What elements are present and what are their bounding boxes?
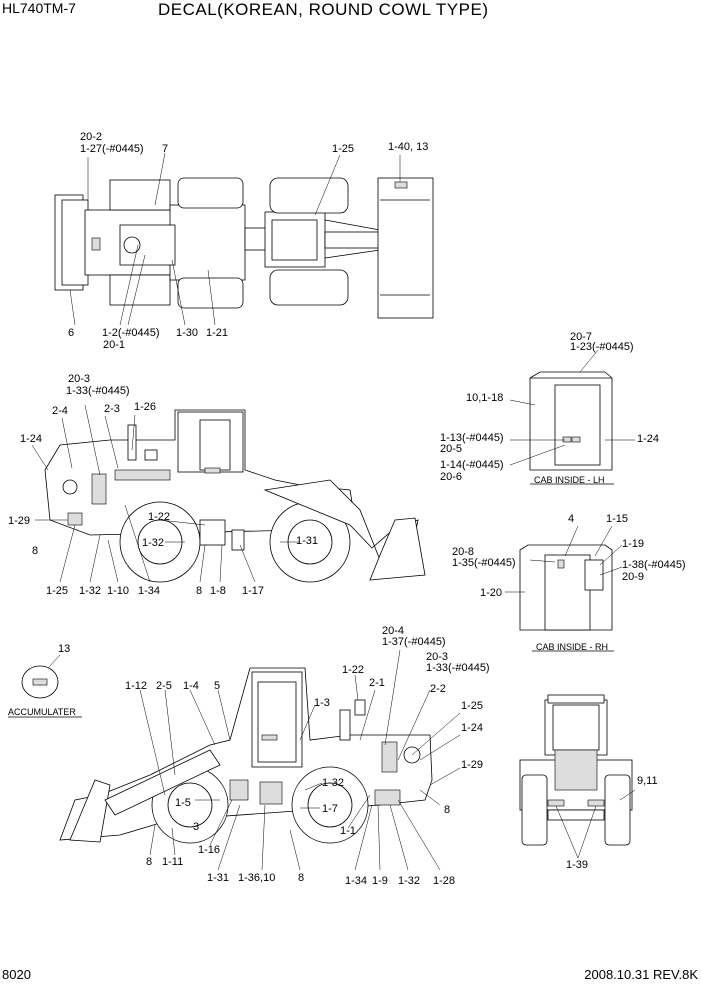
page-title: DECAL(KOREAN, ROUND COWL TYPE)	[158, 0, 489, 19]
callout-right-side-8: 2-5	[156, 680, 172, 692]
callout-top-0: 20-2	[80, 131, 102, 143]
callout-top-7: 20-1	[103, 339, 125, 351]
callout-cab-lh-1: 1-23(-#0445)	[570, 341, 634, 353]
callout-right-side-24: 1-31	[207, 872, 229, 884]
callout-right-side-30: 1-28	[433, 875, 455, 887]
page-number: 8020	[2, 967, 31, 982]
callout-cab-lh-3: 1-13(-#0445)	[440, 432, 504, 444]
cab-rh-caption: CAB INSIDE - RH	[536, 642, 608, 652]
callout-right-side-14: 1-29	[461, 759, 483, 771]
callout-right-side-20: 1-16	[198, 844, 220, 856]
callout-left-side-16: 1-8	[210, 585, 226, 597]
callout-left-side-15: 8	[196, 585, 202, 597]
callout-left-side-11: 1-25	[46, 585, 68, 597]
callout-cab-lh-4: 20-5	[440, 443, 462, 455]
callout-left-side-4: 1-26	[134, 401, 156, 413]
callout-top-1: 1-27(-#0445)	[80, 143, 144, 155]
callout-cab-rh-6: 20-9	[622, 571, 644, 583]
callout-right-side-25: 1-36,10	[238, 872, 275, 884]
cab-inside-rh-view: CAB INSIDE - RH	[505, 525, 623, 652]
callout-left-side-10: 8	[32, 545, 38, 557]
callout-right-side-19: 8	[444, 804, 450, 816]
callout-top-6: 1-2(-#0445)	[102, 327, 159, 339]
callout-cab-rh-1: 1-15	[606, 513, 628, 525]
callout-right-side-21: 1-1	[340, 825, 356, 837]
callout-right-side-2: 20-3	[426, 651, 448, 663]
accumulater-caption: ACCUMULATER	[8, 707, 76, 717]
callout-cab-rh-4: 1-19	[622, 538, 644, 550]
callout-right-side-9: 1-4	[183, 680, 199, 692]
callout-right-side-5: 2-1	[369, 677, 385, 689]
callout-right-side-7: 1-12	[125, 680, 147, 692]
left-side-view	[31, 404, 426, 583]
front-view	[519, 694, 636, 859]
callout-cab-lh-6: 1-14(-#0445)	[440, 459, 504, 471]
callout-left-side-8: 1-32	[142, 537, 164, 549]
callout-right-side-13: 1-24	[461, 722, 483, 734]
callout-right-side-0: 20-4	[382, 625, 404, 637]
callout-labels: 20-21-27(-#0445) 7 1-25 1-40, 13 6 1-2(-#0445…	[8, 131, 686, 887]
callout-left-side-17: 1-17	[242, 585, 264, 597]
callout-right-side-15: 1-32	[322, 777, 344, 789]
callout-right-side-12: 1-25	[461, 700, 483, 712]
callout-cab-lh-2: 10,1-18	[466, 392, 503, 404]
revision-label: 2008.10.31 REV.8K	[584, 967, 698, 982]
callout-top-9: 1-21	[206, 327, 228, 339]
callout-left-side-13: 1-10	[107, 585, 129, 597]
callout-right-side-28: 1-9	[372, 875, 388, 887]
callout-cab-rh-2: 20-8	[452, 546, 474, 558]
callout-right-side-4: 1-22	[342, 664, 364, 676]
accumulater-view: ACCUMULATER	[8, 654, 82, 718]
model-label: HL740TM-7	[2, 0, 76, 16]
cab-inside-lh-view: CAB INSIDE - LH	[509, 349, 635, 485]
callout-right-side-16: 1-5	[175, 797, 191, 809]
callout-left-side-14: 1-34	[138, 585, 160, 597]
callout-cab-lh-5: 1-24	[637, 433, 659, 445]
callout-left-side-1: 1-33(-#0445)	[66, 385, 130, 397]
cab-lh-caption: CAB INSIDE - LH	[534, 475, 605, 485]
callout-right-side-6: 2-2	[430, 683, 446, 695]
callout-cab-rh-5: 1-38(-#0445)	[622, 559, 686, 571]
callout-top-8: 1-30	[176, 327, 198, 339]
callout-cab-lh-7: 20-6	[440, 471, 462, 483]
callout-top-3: 1-25	[332, 143, 354, 155]
callout-cab-rh-3: 1-35(-#0445)	[452, 557, 516, 569]
callout-right-side-26: 8	[298, 872, 304, 884]
callout-left-side-5: 1-24	[20, 433, 42, 445]
callout-top-5: 6	[68, 327, 74, 339]
callout-right-side-17: 1-7	[322, 803, 338, 815]
callout-top-2: 7	[162, 143, 168, 155]
callout-top-4: 1-40, 13	[388, 141, 428, 153]
callout-left-side-0: 20-3	[68, 373, 90, 385]
callout-cab-rh-7: 1-20	[480, 587, 502, 599]
callout-accumulater-0: 13	[58, 643, 70, 655]
callout-left-side-9: 1-31	[296, 535, 318, 547]
callout-right-side-23: 1-11	[162, 856, 183, 868]
callout-right-side-29: 1-32	[398, 875, 420, 887]
callout-right-side-3: 1-33(-#0445)	[426, 662, 490, 674]
callout-right-side-10: 5	[214, 680, 220, 692]
callout-front-1: 1-39	[566, 859, 588, 871]
top-view	[54, 152, 434, 326]
callout-left-side-3: 2-3	[104, 403, 120, 415]
callout-right-side-27: 1-34	[345, 875, 367, 887]
right-side-view	[59, 649, 461, 871]
callout-front-0: 9,11	[637, 775, 658, 787]
callout-cab-rh-0: 4	[568, 513, 574, 525]
callout-left-side-12: 1-32	[79, 585, 101, 597]
callout-left-side-2: 2-4	[52, 405, 68, 417]
callout-cab-lh-0: 20-7	[570, 331, 592, 343]
callout-right-side-18: 3	[193, 821, 199, 833]
callout-right-side-11: 1-3	[314, 697, 330, 709]
callout-right-side-1: 1-37(-#0445)	[382, 636, 446, 648]
callout-left-side-7: 1-22	[148, 511, 170, 523]
callout-right-side-22: 8	[146, 856, 152, 868]
callout-left-side-6: 1-29	[8, 515, 30, 527]
